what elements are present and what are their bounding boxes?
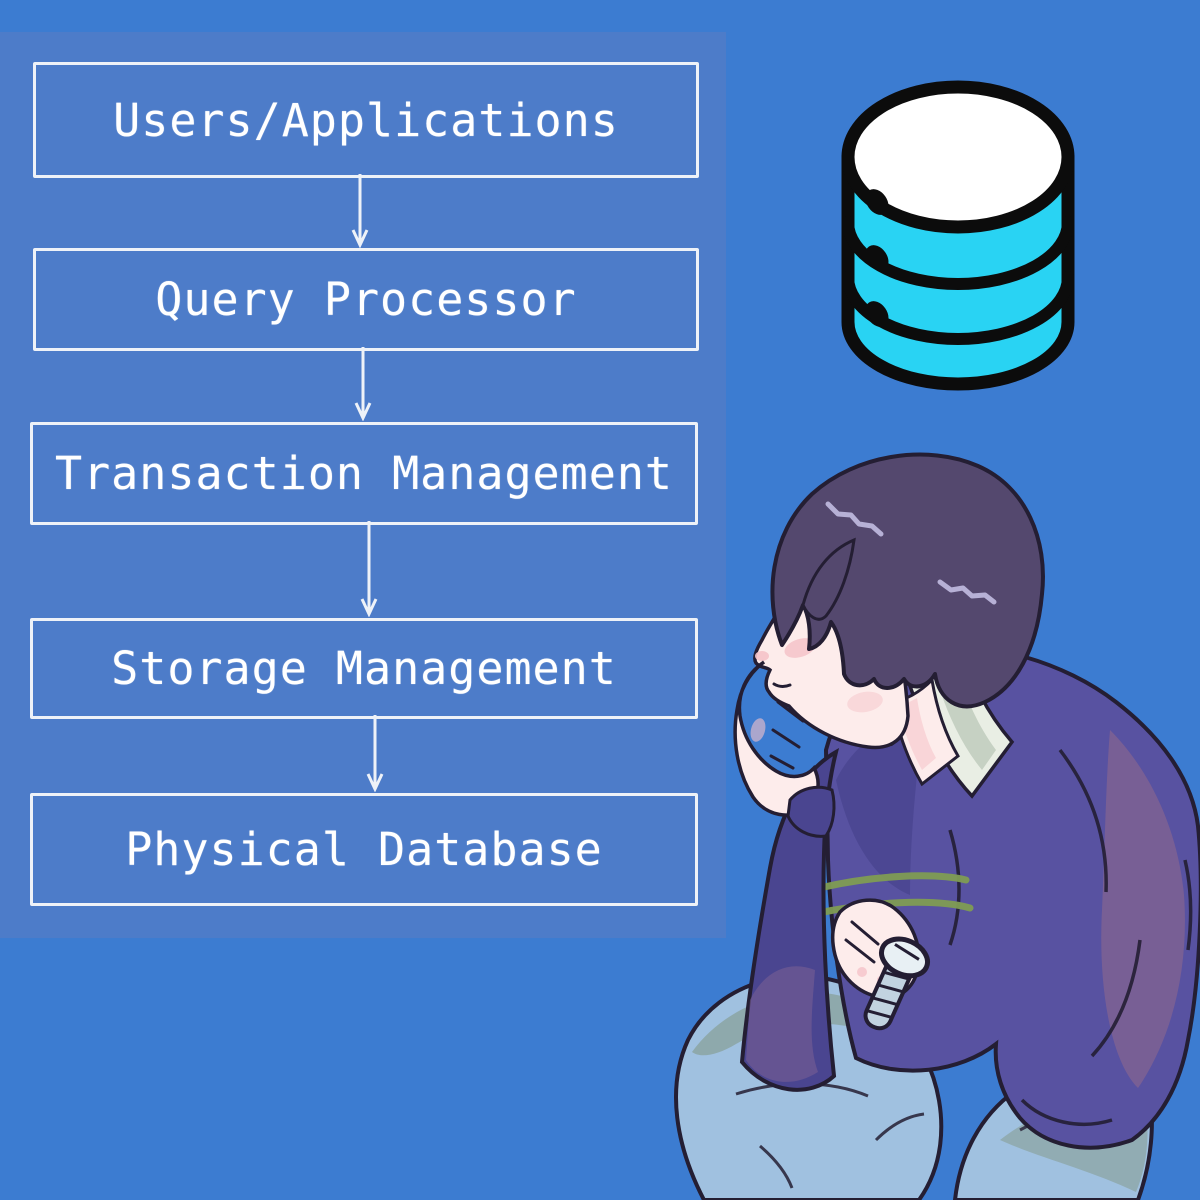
database-cylinder-icon	[841, 80, 1075, 391]
flowchart-panel	[0, 32, 726, 938]
mouth	[772, 682, 792, 688]
flow-node-transaction-management: Transaction Management	[30, 422, 698, 525]
flow-node-storage-management: Storage Management	[30, 618, 698, 719]
wrist-watch	[863, 936, 930, 1031]
flow-node-users-applications: Users/Applications	[33, 62, 699, 178]
hair	[770, 452, 1045, 709]
sleeve-cuff	[786, 785, 836, 838]
flow-arrow-down-3	[360, 521, 378, 617]
thinking-person-illustration	[674, 452, 1200, 1200]
sweater-stripes	[810, 872, 974, 918]
flow-arrow-down-1	[351, 174, 369, 248]
flow-arrow-down-4	[366, 715, 384, 792]
flow-node-physical-database: Physical Database	[30, 793, 698, 906]
flow-node-query-processor: Query Processor	[33, 248, 699, 351]
flow-arrow-down-2	[354, 347, 372, 421]
